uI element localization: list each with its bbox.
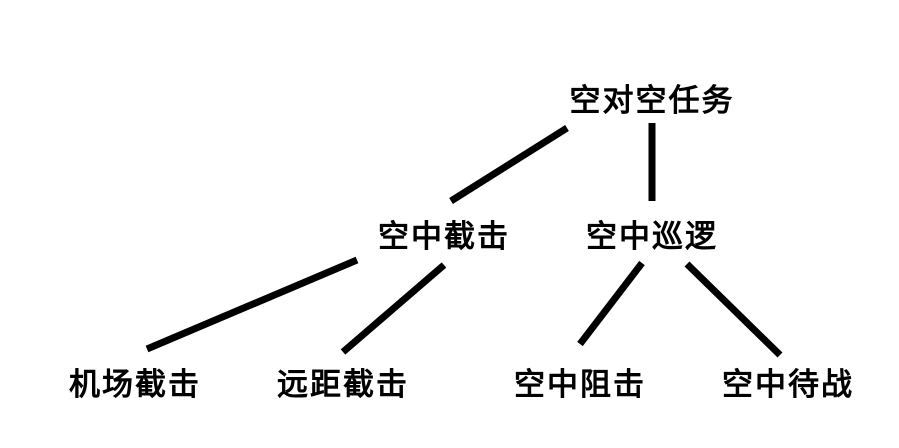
edge-intercept-longrange [340,262,447,355]
node-patrol: 空中巡逻 [586,219,718,255]
node-root: 空对空任务 [570,83,735,119]
edge-patrol-standby [684,261,783,358]
node-intercept: 空中截击 [378,219,510,255]
node-air-standby: 空中待战 [722,367,854,403]
node-long-range-intercept: 远距截击 [277,367,409,403]
node-air-interdiction: 空中阻击 [514,367,646,403]
edge-root-intercept [449,125,569,204]
edge-patrol-interdiction [577,260,645,347]
edge-intercept-airfield [145,256,359,353]
node-airfield-intercept: 机场截击 [69,367,201,403]
